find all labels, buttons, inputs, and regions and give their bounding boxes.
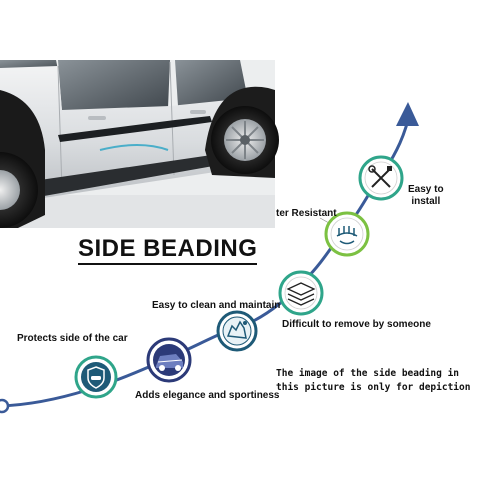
car-side-icon — [146, 337, 192, 383]
feature-install-line1: Easy to — [408, 184, 444, 195]
tools-icon — [358, 155, 404, 201]
page-title: SIDE BEADING — [78, 236, 258, 265]
feature-difficult-label: Difficult to remove by someone — [282, 319, 431, 330]
disclaimer-note: The image of the side beading in this pi… — [276, 368, 471, 393]
water-drops-icon — [324, 211, 370, 257]
feature-protects-label: Protects side of the car — [17, 333, 128, 344]
feature-clean-label: Easy to clean and maintain — [152, 300, 281, 311]
arrow-head-icon — [396, 102, 419, 126]
shield-car-icon — [74, 355, 118, 399]
start-dot — [0, 398, 10, 414]
feature-install-line2: install — [411, 196, 441, 207]
hand-wash-icon — [216, 310, 258, 352]
layers-icon — [278, 270, 324, 316]
feature-install-label: Easy to install — [408, 184, 444, 208]
feature-water-label: ter Resistant — [276, 208, 337, 219]
car-photo — [0, 60, 279, 228]
feature-elegance-label: Adds elegance and sportiness — [135, 390, 280, 401]
